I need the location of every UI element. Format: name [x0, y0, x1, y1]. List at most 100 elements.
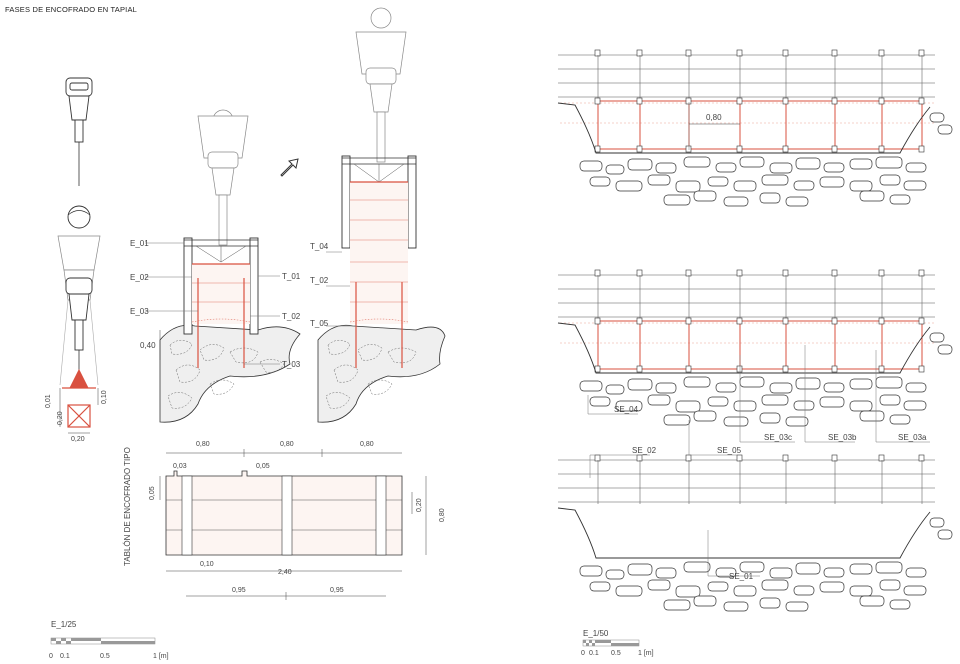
- top-stud: [918, 269, 925, 277]
- stone: [903, 400, 927, 411]
- next-phase-arrow-icon: [280, 158, 299, 177]
- base-stud: [918, 365, 925, 373]
- top-stud: [685, 454, 692, 462]
- stone: [723, 416, 749, 427]
- scale-tick: 0.1: [60, 653, 70, 660]
- dim-label: 0,10: [200, 561, 214, 568]
- stone: [663, 599, 691, 611]
- stone: [905, 382, 927, 393]
- top-stud: [736, 49, 743, 57]
- dim-label: 0,20: [57, 411, 64, 425]
- stone: [859, 595, 885, 607]
- callout-label: SE_01: [729, 572, 754, 581]
- stone: [707, 176, 729, 187]
- scale-tick: 1 [m]: [638, 650, 654, 657]
- stone: [795, 157, 821, 170]
- dim-label: 0,03: [173, 463, 187, 470]
- stone: [823, 567, 845, 578]
- ground-profile: [557, 102, 931, 154]
- stone: [683, 156, 711, 168]
- stone: [859, 190, 885, 202]
- top-stud: [831, 269, 838, 277]
- dim-label: 0,80: [280, 441, 294, 448]
- stone: [707, 396, 729, 407]
- stone: [929, 332, 945, 343]
- mid-stud: [685, 317, 692, 325]
- stone: [769, 162, 793, 174]
- stone: [605, 569, 625, 580]
- stone: [715, 382, 737, 393]
- dim-label: 2,40: [278, 569, 292, 576]
- stone: [675, 585, 701, 598]
- formwork-section-1: E_01 E_02 E_03 T_01 T_02 T_03 0,40: [130, 109, 301, 423]
- dim-label: 0,10: [101, 390, 108, 404]
- mid-stud: [594, 97, 601, 105]
- sheet-title: FASES DE ENCOFRADO EN TAPIAL: [5, 5, 137, 14]
- stone: [655, 567, 677, 579]
- top-stud: [878, 49, 885, 57]
- stone: [675, 180, 701, 193]
- dim-label: 0,95: [330, 587, 344, 594]
- rammer-tool-icon: [65, 77, 93, 186]
- mid-stud: [918, 97, 925, 105]
- dim-label: 0,01: [45, 394, 52, 408]
- top-stud: [782, 454, 789, 462]
- stone: [707, 581, 729, 592]
- stone: [889, 194, 911, 205]
- mid-stud: [594, 317, 601, 325]
- stone: [785, 416, 809, 427]
- stone: [823, 382, 845, 393]
- dim-label: 0,20: [71, 436, 85, 443]
- base-stud: [636, 365, 643, 373]
- stone: [627, 158, 653, 171]
- scale-tick: 0: [581, 650, 585, 657]
- section-label: E_01: [130, 239, 149, 248]
- stone: [739, 156, 765, 168]
- stone: [929, 112, 945, 123]
- mid-stud: [878, 97, 885, 105]
- stone: [859, 410, 885, 422]
- stone: [819, 396, 845, 408]
- stone: [627, 563, 653, 576]
- stone: [937, 529, 953, 540]
- top-stud: [831, 49, 838, 57]
- stone: [879, 174, 901, 186]
- section-label: T_04: [310, 242, 329, 251]
- stone: [715, 162, 737, 173]
- base-stud: [831, 145, 838, 153]
- stone: [769, 567, 793, 579]
- stone: [761, 394, 789, 406]
- mid-stud: [685, 97, 692, 105]
- base-stud: [878, 145, 885, 153]
- top-stud: [782, 269, 789, 277]
- stone: [793, 400, 815, 411]
- stone: [769, 382, 793, 394]
- stone: [785, 601, 809, 612]
- stone: [879, 579, 901, 591]
- wall-elevation: [557, 269, 953, 427]
- top-stud: [736, 454, 743, 462]
- right-scale-bar: E_1/50 0 0.1 0.5 1 [m]: [581, 629, 654, 657]
- base-stud: [685, 365, 692, 373]
- stone: [723, 601, 749, 612]
- stone: [739, 376, 765, 388]
- callout-label: SE_03b: [828, 433, 857, 442]
- dim-label: 0,05: [256, 463, 270, 470]
- top-stud: [878, 269, 885, 277]
- base-stud: [685, 145, 692, 153]
- base-stud: [782, 365, 789, 373]
- stone: [589, 396, 611, 407]
- top-stud: [594, 269, 601, 277]
- stone: [761, 174, 789, 186]
- base-stud: [831, 365, 838, 373]
- stone: [733, 400, 757, 412]
- stone: [819, 581, 845, 593]
- stone: [905, 567, 927, 578]
- stone: [759, 597, 781, 609]
- stone: [849, 180, 873, 192]
- stone: [615, 180, 643, 192]
- top-stud: [782, 49, 789, 57]
- mid-stud: [918, 317, 925, 325]
- callout-label: SE_03a: [898, 433, 927, 442]
